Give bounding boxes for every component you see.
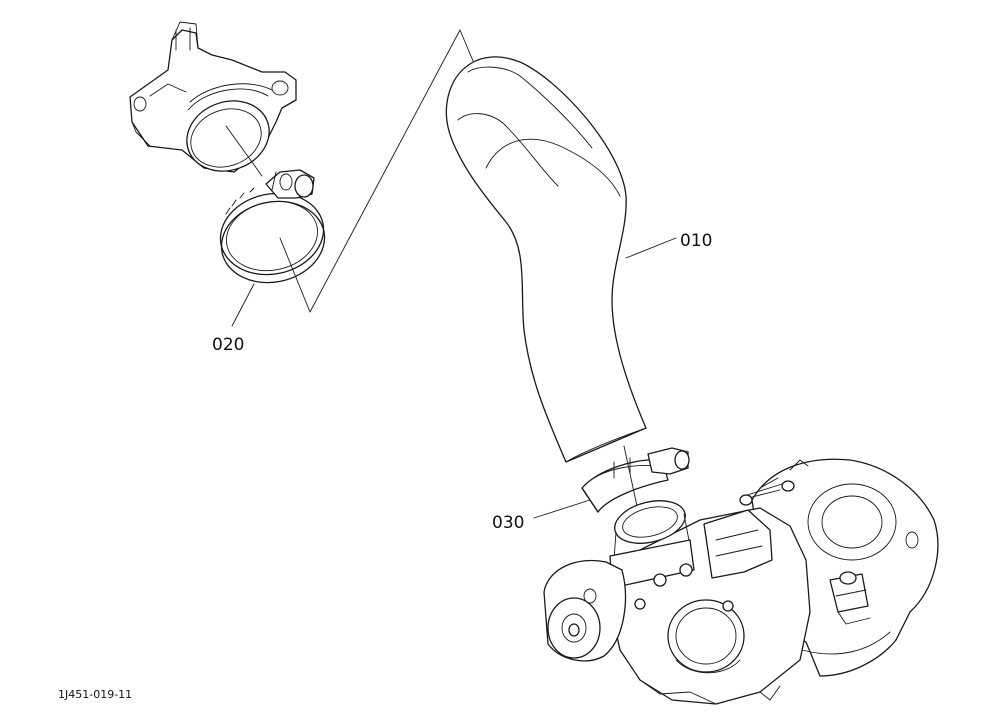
label-010: 010 <box>680 231 712 251</box>
leader-020 <box>231 283 255 327</box>
label-030: 030 <box>492 513 524 533</box>
hose-clamp-030 <box>581 447 690 513</box>
turbocharger <box>543 458 939 705</box>
hose-clamp-020 <box>219 169 326 284</box>
leader-010 <box>625 237 677 259</box>
rubber-hose-010 <box>445 56 647 463</box>
drawing-code: 1J451-019-11 <box>58 688 132 701</box>
inlet-elbow <box>129 21 297 173</box>
alignment-lines <box>225 29 477 313</box>
leader-030 <box>533 499 591 519</box>
label-020: 020 <box>212 335 244 355</box>
